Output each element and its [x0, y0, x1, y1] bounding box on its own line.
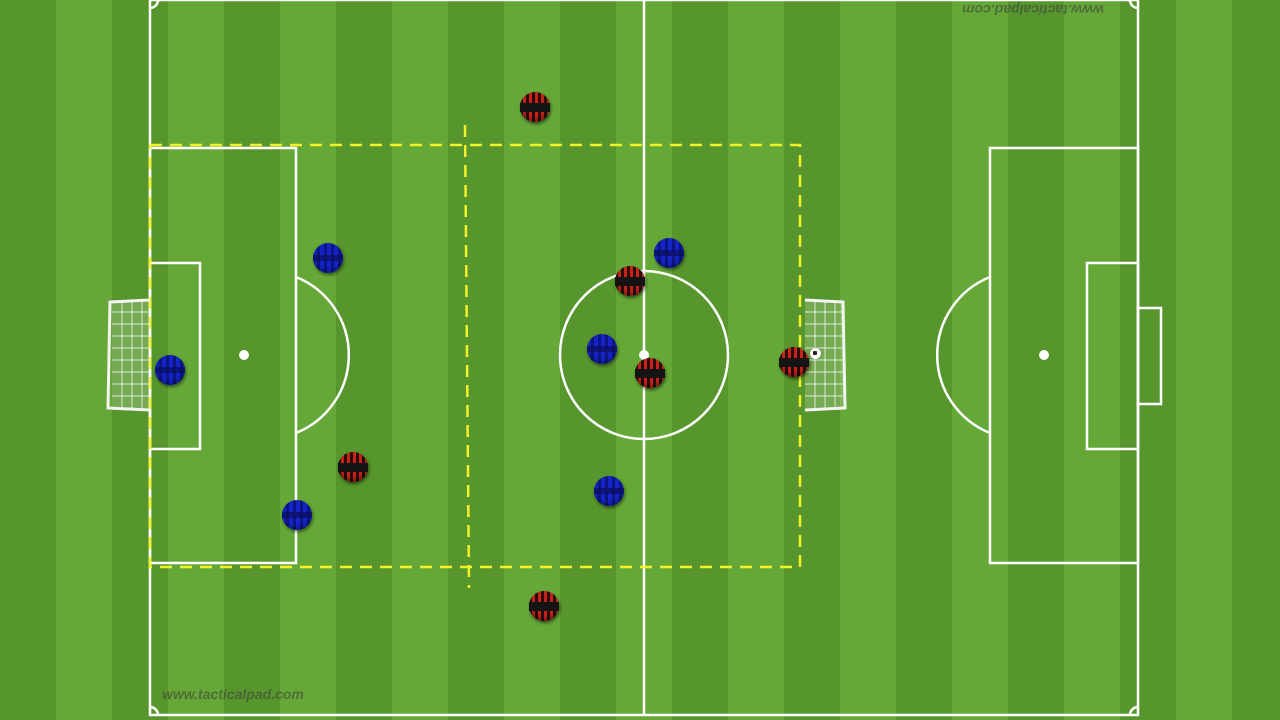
center-spot [639, 350, 649, 360]
corner-arc-top-left [149, 0, 160, 10]
grass-stripe [1176, 0, 1232, 720]
blue-player-token[interactable] [282, 500, 312, 530]
grass-stripe [224, 0, 280, 720]
grass-stripe [392, 0, 448, 720]
watermark-bottom: www.tacticalpad.com [162, 686, 304, 702]
right-penalty-spot [1039, 350, 1049, 360]
grass-stripe [1064, 0, 1120, 720]
blue-player-token[interactable] [313, 243, 343, 273]
right-mini-goal [804, 298, 847, 412]
left-goal-net [112, 300, 150, 410]
grass-stripe [728, 0, 784, 720]
training-area-outline [148, 143, 802, 569]
grass-stripe [1120, 0, 1176, 720]
grass-stripe [0, 0, 56, 720]
red-player-token[interactable] [615, 266, 645, 296]
grass-stripe [896, 0, 952, 720]
red-player-token[interactable] [635, 358, 665, 388]
grass-stripe [1008, 0, 1064, 720]
grass-stripe [672, 0, 728, 720]
corner-arc-bottom-right [1128, 705, 1139, 716]
grass-stripe [336, 0, 392, 720]
zone-divider [463, 124, 471, 589]
grass-stripe [1232, 0, 1280, 720]
ball-icon[interactable] [810, 348, 821, 359]
blue-player-token[interactable] [594, 476, 624, 506]
pitch-spots [239, 350, 1049, 360]
blue-player-token[interactable] [587, 334, 617, 364]
left-goal-area [148, 261, 202, 451]
right-goal-box [1136, 306, 1163, 406]
left-mini-goal [106, 298, 151, 412]
right-goal-frame [804, 298, 847, 412]
left-penalty-spot [239, 350, 249, 360]
corner-arc-bottom-left [149, 705, 160, 716]
grass-stripe [56, 0, 112, 720]
blue-player-token[interactable] [654, 238, 684, 268]
blue-goalkeeper-token[interactable] [155, 355, 185, 385]
grass-stripe [952, 0, 1008, 720]
right-penalty-arc [936, 275, 991, 435]
red-player-token[interactable] [529, 591, 559, 621]
grass-stripe [840, 0, 896, 720]
zone-markings [148, 124, 802, 589]
left-goal-frame [106, 298, 151, 412]
corner-arc-top-right [1128, 0, 1139, 10]
left-penalty-arc [295, 275, 350, 435]
watermark-top: www.tacticalpad.com [962, 2, 1104, 18]
grass-stripe [448, 0, 504, 720]
center-circle [558, 269, 730, 441]
red-player-token[interactable] [520, 92, 550, 122]
red-player-token[interactable] [779, 347, 809, 377]
red-player-token[interactable] [338, 452, 368, 482]
grass-stripe [280, 0, 336, 720]
